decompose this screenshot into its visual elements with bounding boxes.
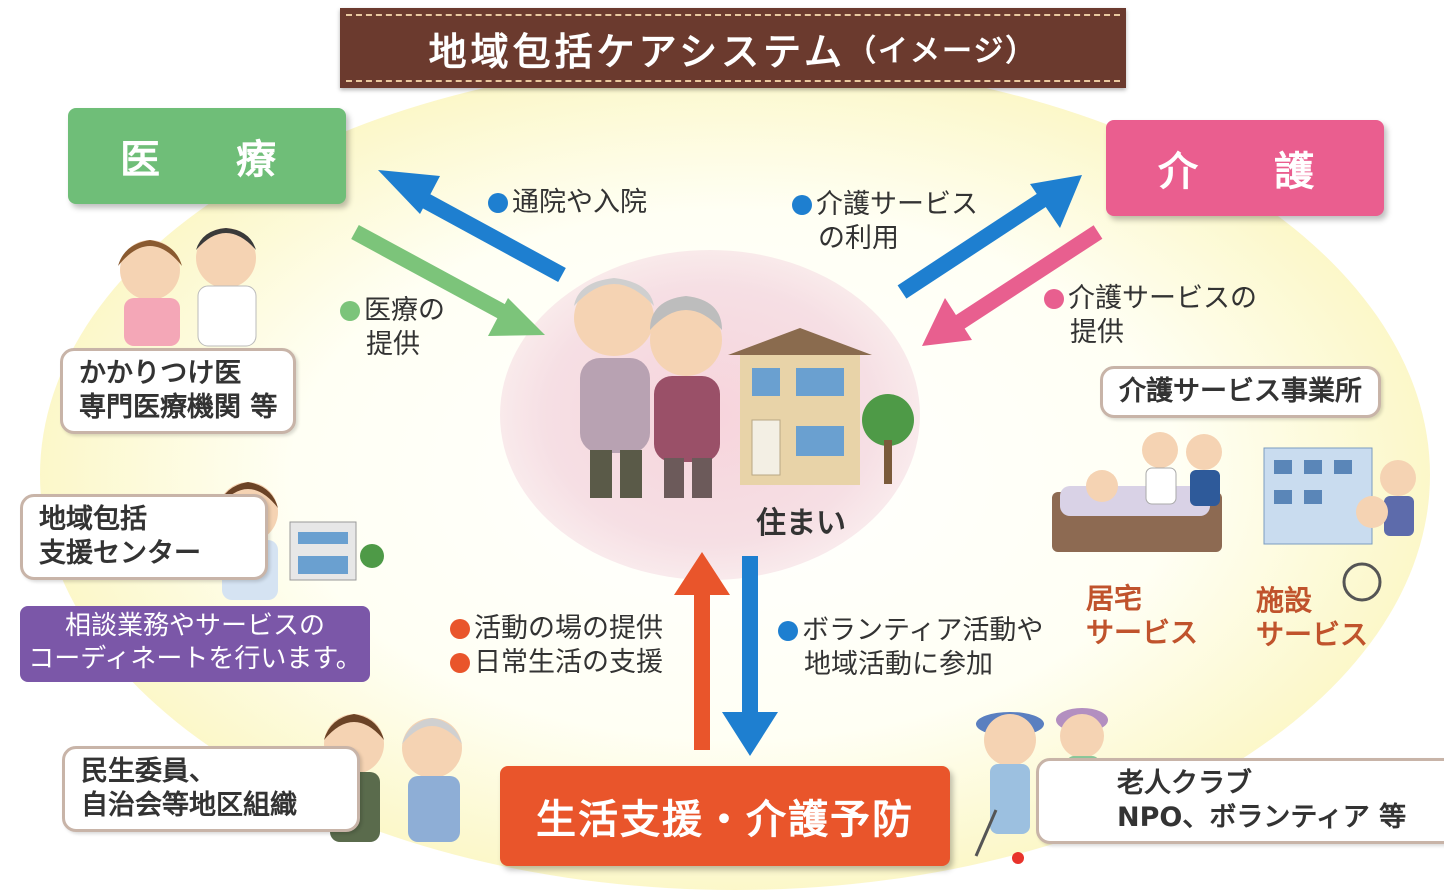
orange-dot-icon — [450, 619, 470, 639]
senior-club-box: 老人クラブ NPO、ボランティア 等 — [1036, 758, 1444, 844]
title-sub: （イメージ） — [845, 34, 1038, 69]
center-label-home: 住まい — [756, 506, 846, 541]
support-center-note: 相談業務やサービスの コーディネートを行います。 — [20, 606, 370, 682]
support-center-box: 地域包括 支援センター — [20, 494, 268, 580]
blue-dot-icon — [778, 621, 798, 641]
green-dot-icon — [340, 301, 360, 321]
house-illustration — [728, 328, 914, 485]
arrow-down — [722, 556, 778, 756]
label-from-medical: 医療の 提供 — [340, 294, 445, 362]
care-office-box: 介護サービス事業所 — [1100, 366, 1381, 418]
title-main: 地域包括ケアシステム — [428, 29, 846, 74]
blue-dot-icon — [792, 195, 812, 215]
pink-dot-icon — [1044, 289, 1064, 309]
arrow-from-medical — [351, 224, 545, 336]
elderly-couple-illustration — [574, 278, 722, 498]
arrow-to-care — [897, 175, 1082, 299]
label-to-care: 介護サービス の利用 — [792, 188, 978, 256]
facility-service-illustration — [1263, 447, 1416, 602]
title-banner: 地域包括ケアシステム （イメージ） — [340, 8, 1126, 88]
label-from-care: 介護サービスの 提供 — [1044, 282, 1257, 350]
community-organizations-box: 民生委員、 自治会等地区組織 — [62, 746, 360, 832]
arrow-from-care — [922, 225, 1103, 346]
medical-providers-box: かかりつけ医 専門医療機関 等 — [60, 348, 297, 434]
label-to-medical: 通院や入院 — [488, 186, 647, 220]
medical-box: 医 療 — [68, 108, 346, 204]
label-down: ボランティア活動や 地域活動に参加 — [778, 614, 1043, 682]
arrow-up — [674, 552, 730, 750]
facility-service-label: 施設 サービス — [1256, 584, 1369, 651]
support-box: 生活支援・介護予防 — [500, 766, 950, 866]
orange-dot-icon — [450, 653, 470, 673]
senior-club-illustration — [974, 708, 1108, 864]
home-service-label: 居宅 サービス — [1086, 582, 1199, 649]
doctor-nurse-illustration — [118, 228, 257, 347]
home-service-illustration — [1052, 432, 1222, 552]
care-box: 介 護 — [1106, 120, 1384, 216]
blue-dot-icon — [488, 193, 508, 213]
arrow-to-medical — [378, 170, 566, 283]
label-up: 活動の場の提供 日常生活の支援 — [450, 612, 663, 680]
